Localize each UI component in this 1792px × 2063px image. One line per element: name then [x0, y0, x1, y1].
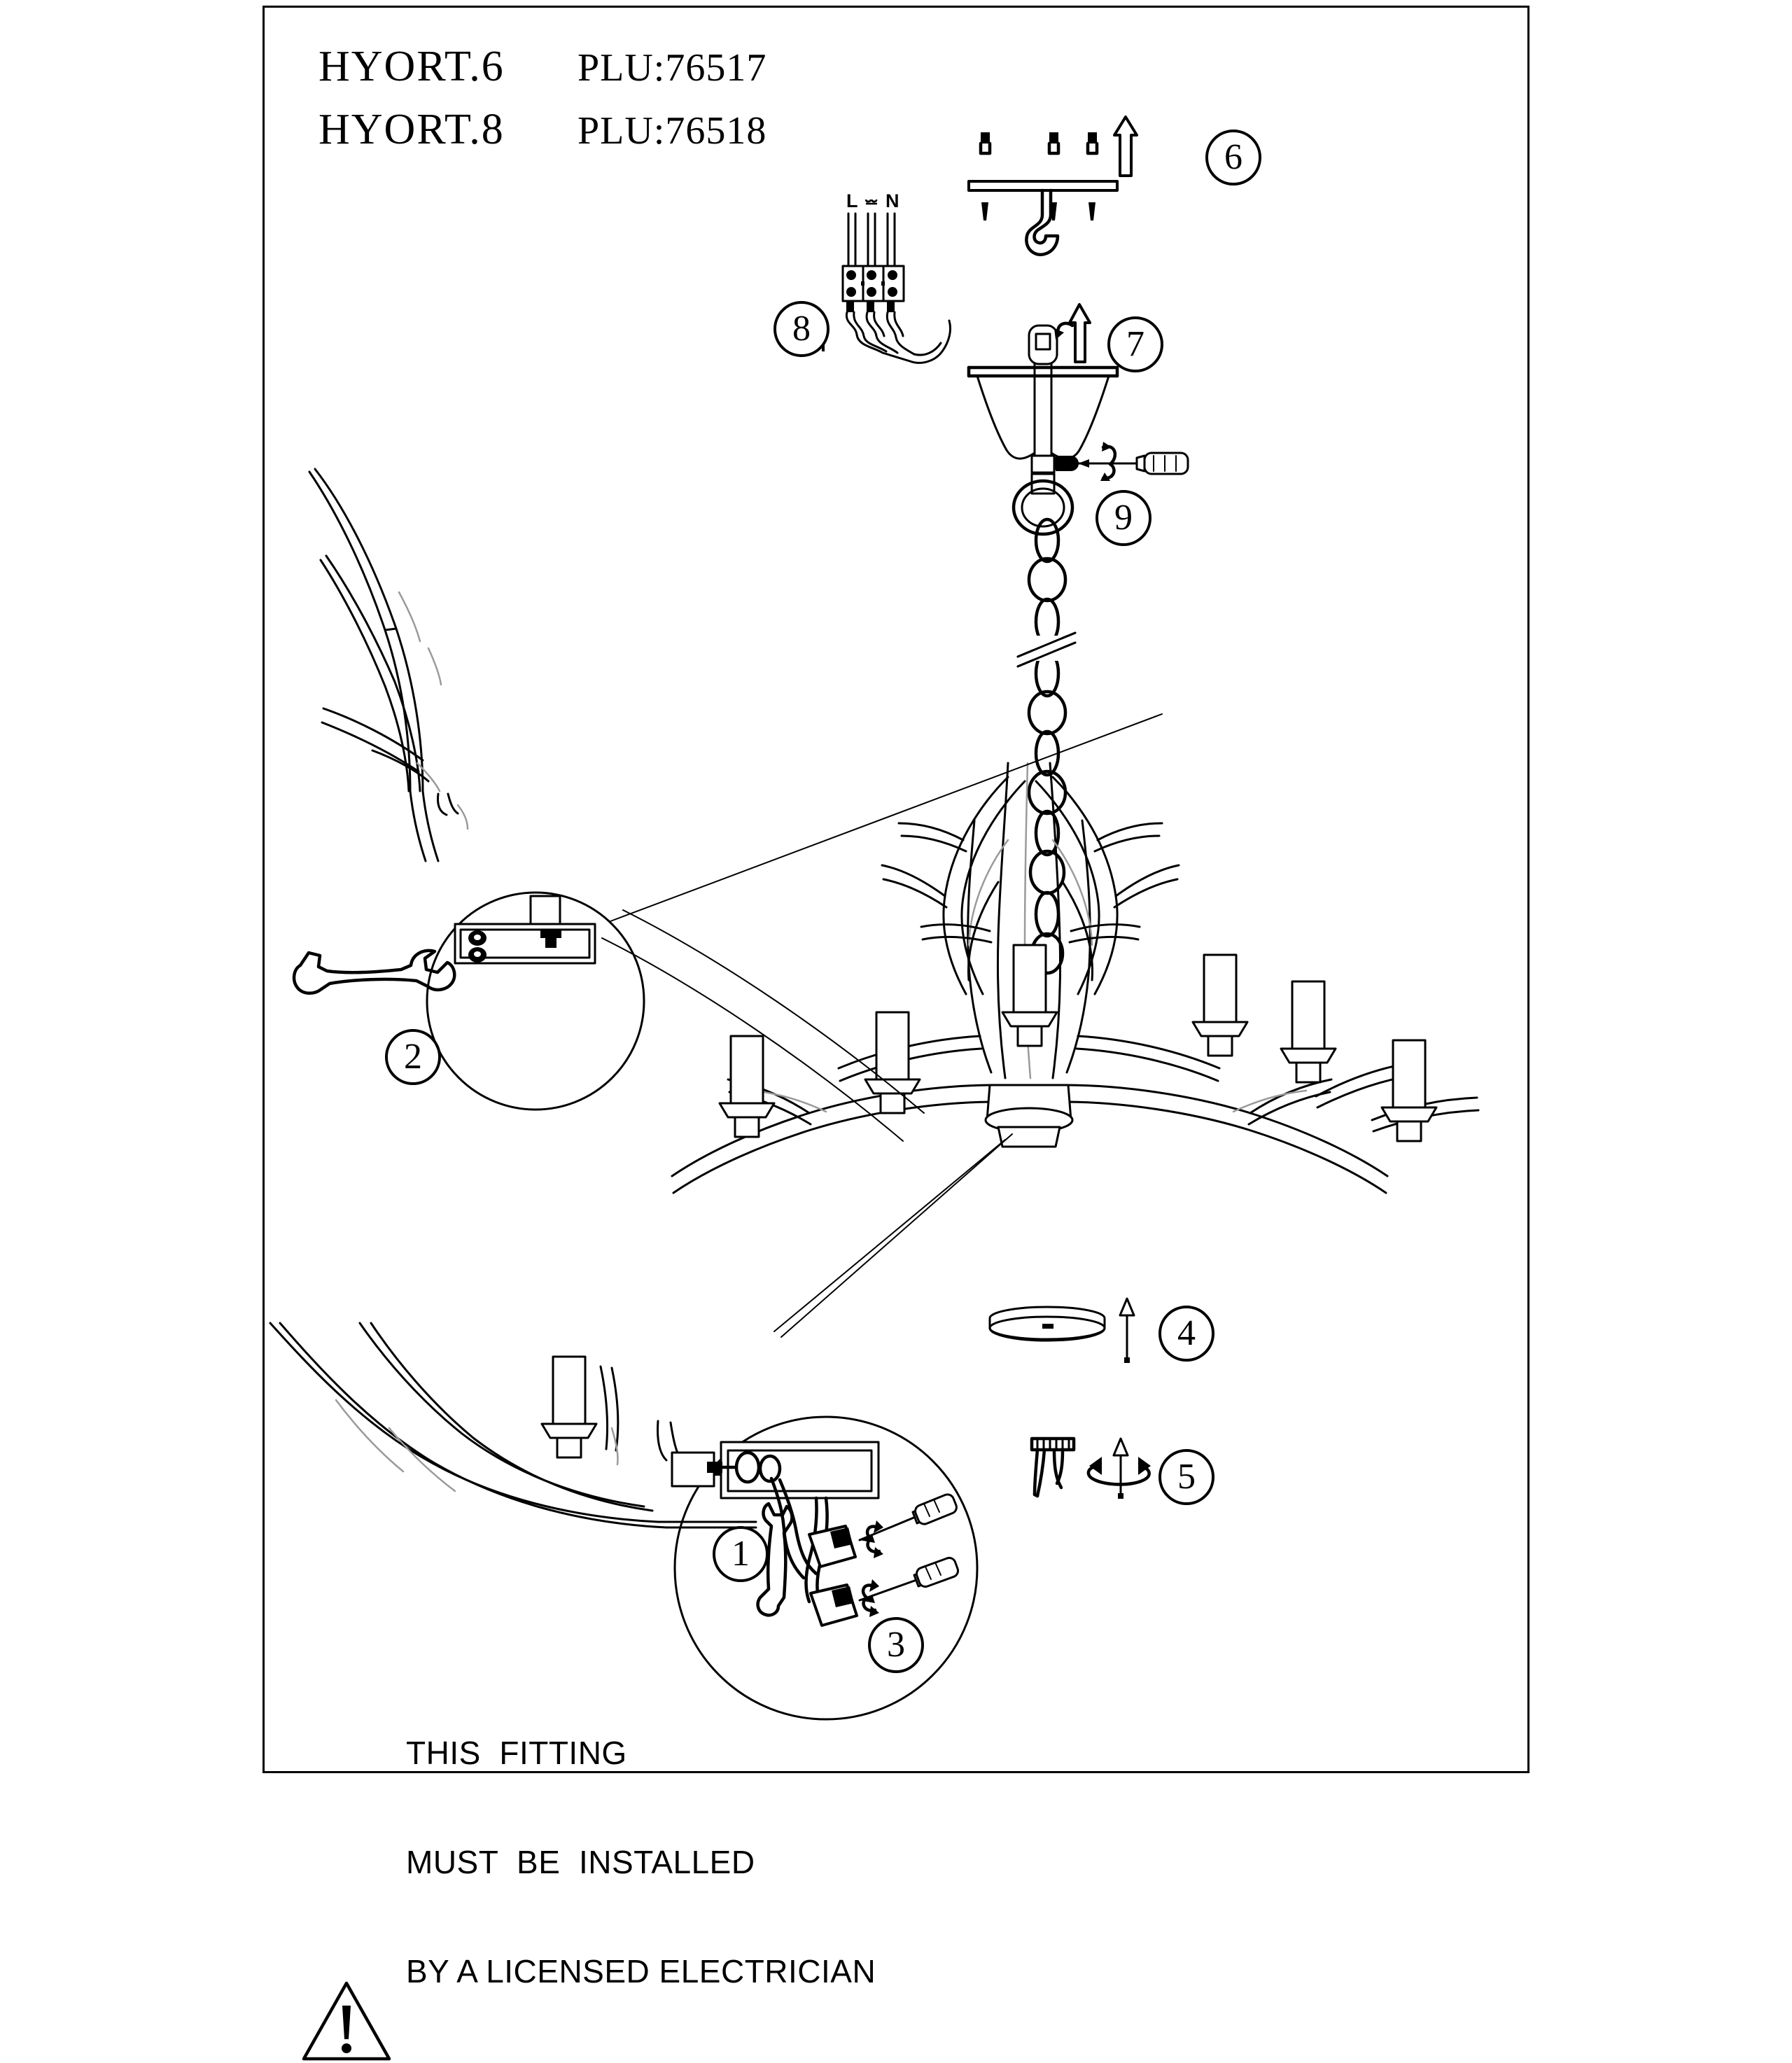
ceiling-cup: [967, 365, 1119, 460]
fitting-wires: [845, 301, 952, 364]
terminal-label-live: L: [846, 190, 858, 211]
up-arrow-icon: [1068, 303, 1091, 363]
nut-icon: [468, 930, 486, 963]
step-5-finial-diagram: [1030, 1436, 1151, 1499]
detail-lower-contents: [671, 1441, 960, 1627]
supply-wires: [847, 212, 896, 267]
up-arrow-icon: [1113, 116, 1138, 177]
cable-gland-icon: [707, 1450, 782, 1484]
header-row: HYORT.6 PLU:76517: [318, 42, 1228, 105]
spanner-icon: [756, 1502, 794, 1617]
terminal-block-small: [808, 1525, 858, 1627]
ceiling-hook-icon: [1025, 188, 1060, 257]
warning-triangle-icon: [301, 1979, 392, 2063]
grub-screw-icon: [1054, 456, 1079, 471]
arm-stub: [529, 895, 561, 927]
step-2-spanner-icon: [292, 949, 456, 995]
warning-line-3: BY A LICENSED ELECTRICIAN: [406, 1952, 876, 1989]
suspension-ring: [1011, 479, 1074, 536]
rotate-arrow-icon: [861, 1520, 883, 1617]
step-6-ceiling-bracket-diagram: [967, 116, 1138, 257]
screwdriver-icon: [1077, 452, 1189, 475]
candle-socket: [718, 944, 1438, 1142]
plu-code-2: PLU:76518: [578, 109, 767, 153]
up-arrow-icon: [1119, 1297, 1135, 1363]
step-bubble-4: 4: [1158, 1306, 1214, 1362]
rotate-arrow-icon: [1086, 1457, 1151, 1486]
step-bubble-1: 1: [713, 1526, 769, 1582]
step-bubble-2: 2: [385, 1029, 441, 1085]
step-bubble-3: 3: [868, 1617, 924, 1673]
terminal-housing: [720, 1441, 880, 1499]
warning-line-2: MUST BE INSTALLED: [406, 1843, 755, 1880]
header-block: HYORT.6 PLU:76517 HYORT.8 PLU:76518: [318, 42, 1228, 168]
plu-code-1: PLU:76517: [578, 46, 767, 90]
rotate-arrow-icon: [1100, 442, 1117, 481]
chain-break-mark: [1016, 631, 1077, 668]
rod-top-bracket: [1028, 324, 1058, 365]
wall-plug-icon: [979, 132, 1099, 155]
warning-block: THIS FITTING MUST BE INSTALLED BY A LICE…: [301, 1663, 876, 2063]
leader-line-upper: [601, 909, 925, 1142]
warning-text: THIS FITTING MUST BE INSTALLED BY A LICE…: [406, 1663, 876, 2063]
antler-prongs-upper: [881, 776, 1180, 995]
step-bubble-7: 7: [1107, 316, 1163, 372]
leader-line: [610, 713, 1163, 922]
antler-detail-upper-left: [308, 468, 469, 862]
cover-disc: [988, 1306, 1106, 1342]
terminal-label-earth: ⏕: [864, 190, 878, 211]
step-bubble-6: 6: [1205, 130, 1261, 186]
antler-chandelier-main-assembly: [671, 762, 1480, 1338]
step-4-cover-disc-diagram: [988, 1297, 1135, 1363]
suspension-rod: [1030, 363, 1056, 495]
leader-line: [774, 1133, 1013, 1338]
chandelier-bottom-hub: [984, 1084, 1074, 1148]
rotate-arrow-icon: [1054, 321, 1074, 340]
antler-branch: [308, 468, 469, 862]
detail-circle-lower: [673, 1415, 979, 1721]
terminal-label-neutral: N: [886, 190, 899, 211]
terminal-block-3way: [841, 265, 905, 302]
step-bubble-5: 5: [1158, 1449, 1214, 1505]
step-bubble-8: 8: [774, 301, 830, 357]
up-arrow-icon: [1112, 1437, 1129, 1499]
step-8-mains-terminal-diagram: L ⏕ N: [818, 190, 952, 364]
step-bubble-9: 9: [1096, 490, 1152, 546]
step-7-ceiling-cup-diagram: [967, 303, 1189, 536]
detail-upper-contents: [454, 713, 1163, 965]
warning-line-1: THIS FITTING: [406, 1734, 627, 1771]
model-code-2: HYORT.8: [318, 106, 505, 153]
detail-circle-upper: [426, 891, 645, 1111]
header-row: HYORT.8 PLU:76518: [318, 105, 1228, 168]
bolt-head-icon: [540, 930, 561, 948]
model-code-1: HYORT.6: [318, 43, 505, 90]
finial-icon: [1030, 1436, 1076, 1498]
